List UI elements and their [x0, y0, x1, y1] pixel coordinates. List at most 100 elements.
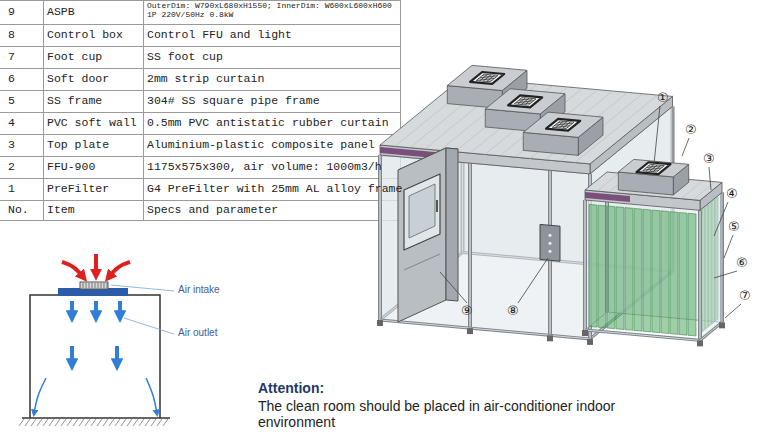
- callout-number: ③: [703, 151, 715, 167]
- strip-curtain: [670, 212, 678, 335]
- leader-line: [714, 271, 737, 278]
- callout-number: ④: [726, 186, 738, 202]
- leader-line: [654, 106, 660, 164]
- grille-slot: [83, 283, 84, 288]
- grille-slot: [657, 166, 665, 172]
- frame-rail: [380, 320, 590, 339]
- grille-slot: [101, 283, 102, 288]
- table-cell: 7: [8, 50, 15, 64]
- callout-number: ⑨: [461, 303, 473, 319]
- table-cell: 4: [8, 116, 15, 130]
- leader-line: [724, 235, 733, 258]
- floor-hatch: [139, 419, 144, 426]
- floor-hatch: [79, 419, 84, 426]
- frame-post: [378, 155, 382, 320]
- switch: [548, 242, 551, 245]
- grille-slot: [95, 283, 96, 288]
- strip-curtain: [634, 208, 642, 331]
- control-box: [540, 224, 560, 261]
- table-cell: 2mm strip curtain: [147, 72, 264, 86]
- floor-hatch: [133, 419, 138, 426]
- table-rule: [0, 112, 400, 113]
- floor-hatch: [163, 419, 168, 426]
- clean-room-drawing: [377, 65, 725, 346]
- floor-hatch: [115, 419, 120, 426]
- leader-line: [682, 138, 689, 156]
- floor-hatch: [25, 419, 30, 426]
- pvc-soft-wall: [700, 192, 722, 340]
- table-cell: 6: [8, 72, 15, 86]
- grille-slot: [528, 99, 536, 105]
- table-cell: 2: [8, 160, 15, 174]
- table-cell: Item: [47, 203, 75, 217]
- callout-number: ⑧: [507, 303, 519, 319]
- table-cell: Foot cup: [47, 50, 102, 64]
- table-rule: [0, 24, 400, 25]
- outlet-arrow: [70, 346, 74, 366]
- table-cell: 5: [8, 94, 15, 108]
- strip-curtain: [652, 210, 660, 333]
- grille-slot: [98, 283, 99, 288]
- panel-seam: [404, 254, 440, 270]
- aspb-cabinet: [446, 148, 458, 301]
- note-heading: Attention:: [258, 380, 324, 398]
- table-cell: PreFilter: [47, 182, 109, 196]
- frame-rail: [700, 322, 722, 340]
- strip-curtain: [688, 213, 696, 336]
- trim-strip: [585, 192, 630, 202]
- ffu-grille: [546, 119, 580, 131]
- intake-arrow: [62, 262, 84, 278]
- grille-slot: [522, 98, 536, 99]
- floor-hatch: [73, 419, 78, 426]
- return-arrow: [146, 378, 157, 414]
- table-cell: 1175x575x300, air volume: 1000m3/h: [147, 160, 382, 174]
- floor-hatch: [55, 419, 60, 426]
- grille-slot: [107, 283, 108, 288]
- table-cell: Top plate: [47, 138, 109, 152]
- ffu-unit: [523, 112, 603, 137]
- table-cell: SS foot cup: [147, 50, 223, 64]
- grille-slot: [89, 283, 90, 288]
- floor-hatch: [157, 419, 162, 426]
- floor-hatch: [97, 419, 102, 426]
- table-cell: 3: [8, 138, 15, 152]
- floor-hatch: [151, 419, 156, 426]
- airflow-diagram: [19, 254, 174, 426]
- frame-post: [699, 210, 700, 340]
- callout-number: ⑤: [728, 219, 740, 235]
- strip-curtain: [589, 204, 597, 327]
- flow-label: Air intake: [178, 284, 220, 297]
- table-rule: [0, 156, 400, 157]
- leader-line: [518, 258, 548, 303]
- table-cell: FFU-900: [47, 160, 95, 174]
- grille-slot: [92, 283, 93, 288]
- table-cell: Specs and parameter: [147, 203, 278, 217]
- foot-cup: [587, 339, 593, 345]
- floor-hatch: [145, 419, 150, 426]
- outlet-arrow: [94, 301, 98, 318]
- ffu-unit: [485, 89, 565, 114]
- top-plate: [380, 78, 673, 164]
- frame-post: [583, 200, 587, 330]
- foot-cup: [467, 328, 473, 334]
- table-rule: [0, 46, 400, 47]
- callout-number: ⑦: [739, 288, 751, 304]
- frame-post: [698, 210, 702, 340]
- table-cell: Control box: [47, 28, 123, 42]
- floor-hatch: [49, 419, 54, 426]
- frame-rail: [585, 330, 700, 340]
- ffu-grille: [470, 72, 504, 84]
- flow-label: Air outlet: [178, 327, 217, 340]
- aspb-cabinet: [398, 148, 446, 322]
- table-rule: [0, 134, 400, 135]
- strip-curtain: [679, 212, 687, 335]
- floor-hatch: [85, 419, 90, 426]
- outlet-arrow: [70, 301, 74, 318]
- ffu-unit: [618, 159, 688, 177]
- outlet-arrow: [118, 301, 122, 318]
- strip-curtain: [643, 209, 651, 332]
- intake-arrow: [94, 254, 98, 276]
- floor-hatch: [43, 419, 48, 426]
- foot-cup: [582, 330, 588, 336]
